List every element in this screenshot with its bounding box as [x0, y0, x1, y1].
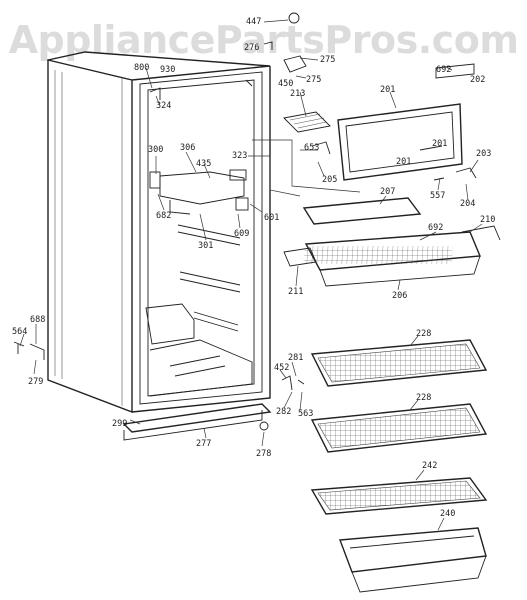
- callout-213: 213: [290, 89, 305, 99]
- callout-557: 557: [430, 191, 445, 201]
- callout-277: 277: [196, 439, 211, 449]
- callout-228a: 228: [416, 329, 431, 339]
- callout-306: 306: [180, 143, 195, 153]
- callout-300: 300: [148, 145, 163, 155]
- callout-564: 564: [12, 327, 27, 337]
- callout-323: 323: [232, 151, 247, 161]
- callout-207: 207: [380, 187, 395, 197]
- callout-204: 204: [460, 199, 475, 209]
- callout-447: 447: [246, 17, 261, 27]
- callout-281: 281: [288, 353, 303, 363]
- callout-240: 240: [440, 509, 455, 519]
- callout-242: 242: [422, 461, 437, 471]
- callout-278: 278: [256, 449, 271, 459]
- callout-275: 275: [320, 55, 335, 65]
- drawer-and-shelves-illustration: [283, 197, 501, 593]
- callout-201a: 201: [380, 85, 395, 95]
- callout-206: 206: [392, 291, 407, 301]
- callout-452: 452: [274, 363, 289, 373]
- callout-275b: 275: [306, 75, 321, 85]
- freezer-door-illustration: [263, 12, 477, 181]
- callout-211: 211: [288, 287, 303, 297]
- watermark: AppliancePartsPros.com: [8, 18, 519, 62]
- callout-282: 282: [276, 407, 291, 417]
- callout-201b: 201: [432, 139, 447, 149]
- callout-688: 688: [30, 315, 45, 325]
- leader-lines: [19, 19, 483, 531]
- callout-435: 435: [196, 159, 211, 169]
- callout-692a: 692: [436, 65, 451, 75]
- callout-450: 450: [278, 79, 293, 89]
- callout-800: 800: [134, 63, 149, 73]
- callout-324: 324: [156, 101, 171, 111]
- callout-692b: 692: [428, 223, 443, 233]
- callout-682: 682: [156, 211, 171, 221]
- callout-279: 279: [28, 377, 43, 387]
- callout-930: 930: [160, 65, 175, 75]
- callout-202: 202: [470, 75, 485, 85]
- callout-labels: 447 276 275 275 450 213 692 202 201 201 …: [12, 17, 495, 519]
- callout-228b: 228: [416, 393, 431, 403]
- callout-299: 299: [112, 419, 127, 429]
- callout-601: 601: [264, 213, 279, 223]
- callout-205: 205: [322, 175, 337, 185]
- callout-201c: 201: [396, 157, 411, 167]
- callout-301: 301: [198, 241, 213, 251]
- callout-203: 203: [476, 149, 491, 159]
- callout-609: 609: [234, 229, 249, 239]
- callout-563: 563: [298, 409, 313, 419]
- callout-276: 276: [244, 43, 259, 53]
- callout-653: 653: [304, 143, 319, 153]
- callout-210: 210: [480, 215, 495, 225]
